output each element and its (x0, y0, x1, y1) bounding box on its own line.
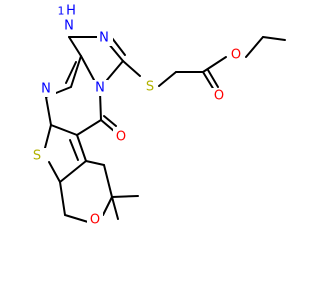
bond (202, 71, 215, 91)
bond (68, 36, 82, 57)
bond (45, 96, 52, 126)
bond (76, 134, 87, 162)
atom-nitrogen-bridgehead: N (95, 81, 105, 96)
bond (64, 214, 89, 223)
bond (99, 91, 102, 121)
atom-nitrogen-nh: N (64, 19, 74, 34)
atom-h: H (66, 4, 76, 19)
chemical-structure-diagram: 1 H N N N N S S O O O O (30, 3, 286, 228)
bond-layer (44, 36, 286, 223)
bond (111, 37, 126, 56)
atom-oxygen-ketone: O (116, 130, 126, 145)
bond (80, 55, 95, 81)
atom-oxygen-ester: O (231, 48, 241, 63)
atom-sulfur-thiophene: S (33, 149, 41, 164)
bond (158, 71, 177, 87)
bond (111, 196, 119, 220)
bond (65, 61, 77, 84)
bond (103, 115, 117, 127)
bond (44, 124, 52, 149)
bond (262, 36, 286, 41)
bond (59, 181, 66, 216)
bond (102, 196, 113, 216)
bond (48, 161, 61, 183)
atom-sulfur-thioether: S (146, 80, 154, 95)
atom-nitrogen-pyrimidine: N (41, 82, 51, 97)
bond (100, 119, 115, 132)
bond (207, 69, 219, 88)
bond (122, 60, 141, 77)
bond (85, 160, 105, 166)
atom-oxygen-ester-carbonyl: O (214, 89, 224, 104)
bond (106, 60, 124, 81)
bond (76, 119, 102, 136)
atom-oxygen-pyran: O (90, 213, 100, 228)
bond (69, 139, 79, 161)
atom-h-prefix: 1 (58, 5, 65, 18)
bond (111, 195, 139, 198)
bond (103, 164, 113, 198)
bond (70, 55, 82, 88)
bond (245, 36, 264, 58)
atom-label-layer: 1 H N N N N S S O O O O (30, 3, 244, 228)
atom-nitrogen-triazole: N (99, 31, 109, 46)
bond (59, 160, 87, 183)
bond (202, 56, 227, 73)
bond (50, 124, 78, 136)
